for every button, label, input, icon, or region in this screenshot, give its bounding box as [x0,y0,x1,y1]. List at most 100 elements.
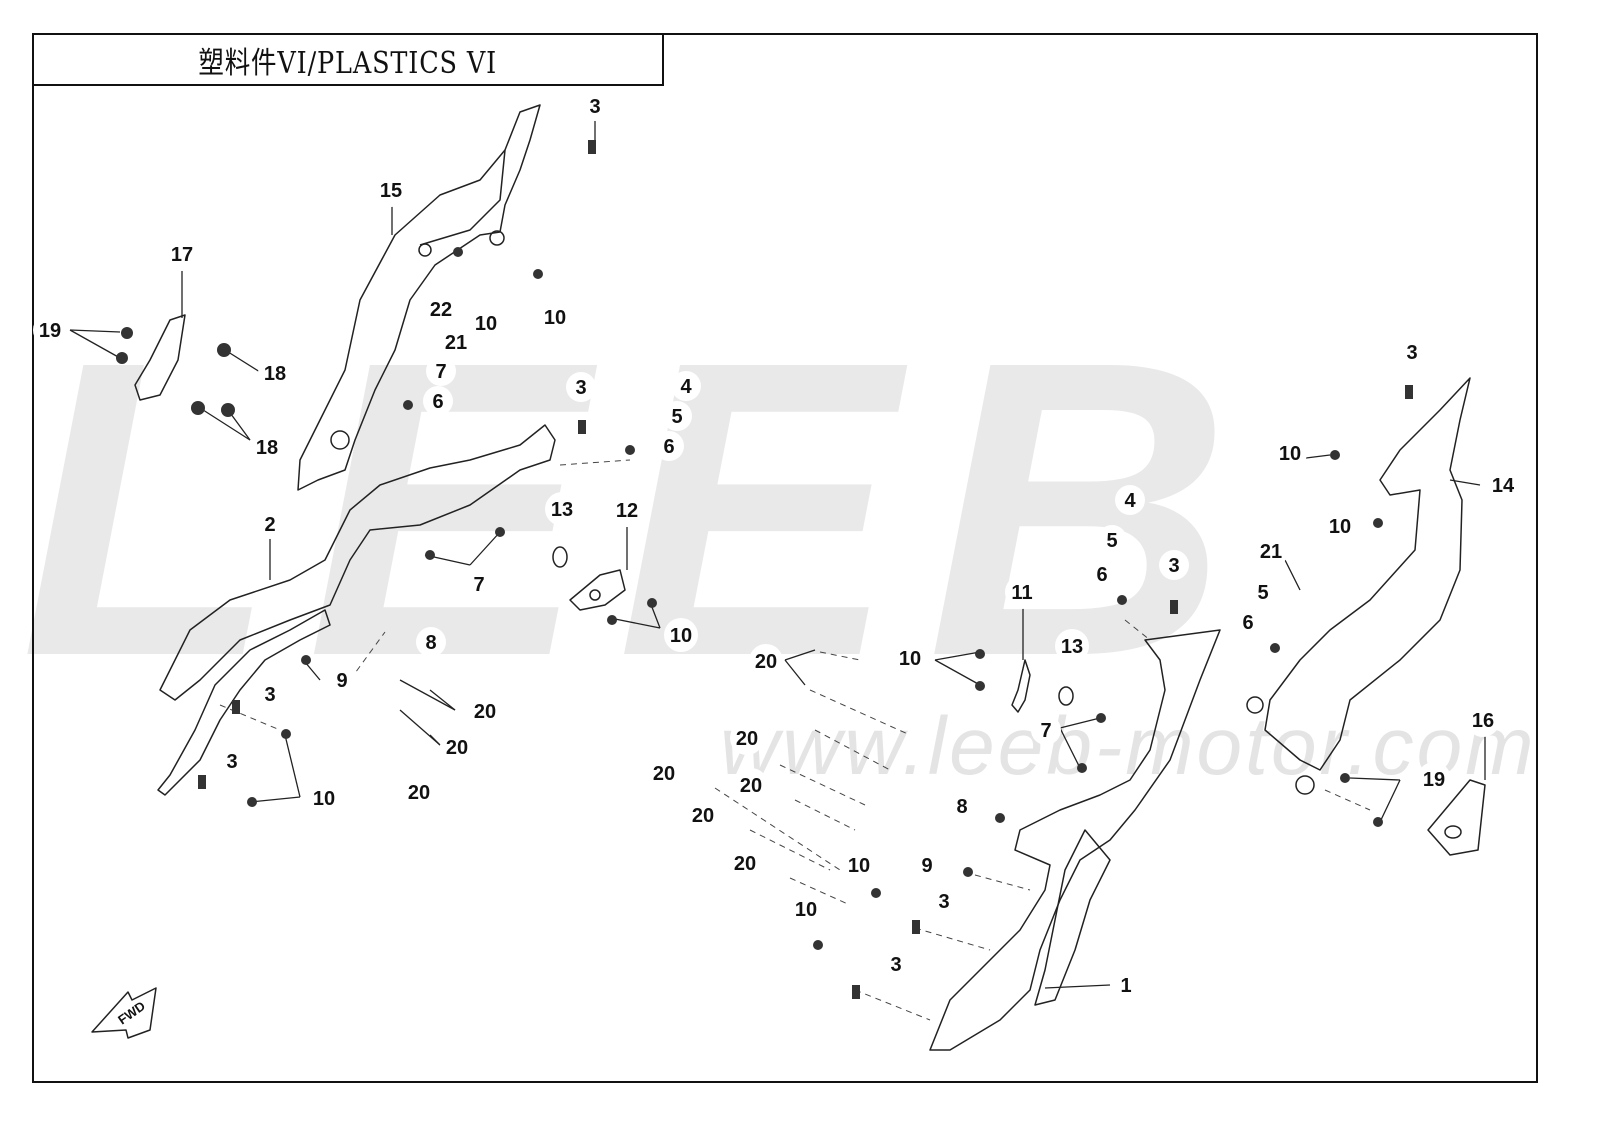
callout-10: 10 [1323,509,1357,543]
callout-number: 18 [264,363,286,385]
callout-circle [440,730,474,764]
part-13-right-shape [1058,686,1074,706]
callout-circle [1097,525,1127,555]
callout-circle [217,746,247,776]
callout-9: 9 [912,850,942,880]
callout-20: 20 [440,730,474,764]
callout-7: 7 [464,569,494,599]
part-14-shape [1264,377,1471,771]
callout-8: 8 [416,627,446,657]
callout-circle [789,892,823,926]
part-13-left-shape [552,546,568,568]
callout-circle [1273,436,1307,470]
callout-circle [647,756,681,790]
callout-circle [664,618,698,652]
callout-number: 10 [544,307,566,329]
callout-number: 11 [1011,582,1032,604]
callout-number: 5 [1106,530,1117,552]
callout-circle [402,775,436,809]
callout-circle [654,431,684,461]
callout-circle [929,886,959,916]
callout-10: 10 [664,618,698,652]
callout-number: 10 [848,855,870,877]
callout-20: 20 [647,756,681,790]
callout-20: 20 [728,846,762,880]
callout-4: 4 [1115,485,1145,515]
page-title: 塑料件VI/PLASTICS VI [198,45,498,81]
callout-number: 20 [734,853,756,875]
callout-number: 8 [956,796,967,818]
callout-circle [1248,577,1278,607]
callout-number: 7 [1040,720,1051,742]
callout-10: 10 [893,641,927,675]
callout-number: 20 [408,782,430,804]
callout-5: 5 [1248,577,1278,607]
callout-circle [893,641,927,675]
callout-number: 12 [616,500,638,522]
callout-15: 15 [374,173,408,207]
callout-6: 6 [1233,607,1263,637]
callout-21: 21 [1254,534,1288,568]
callout-number: 13 [1061,636,1083,658]
callout-circle [469,306,503,340]
callout-13: 13 [545,492,579,526]
callout-number: 20 [755,651,777,673]
callout-number: 2 [264,514,275,536]
callout-number: 5 [1257,582,1268,604]
callout-number: 21 [445,332,467,354]
callout-circle [1254,534,1288,568]
callout-18: 18 [258,356,292,390]
callout-10: 10 [469,306,503,340]
callout-number: 10 [475,313,497,335]
callout-circle [1397,337,1427,367]
callout-10: 10 [1273,436,1307,470]
callout-number: 9 [336,670,347,692]
callout-19: 19 [1417,762,1451,796]
callout-circle [1115,485,1145,515]
part-17-shape [134,314,186,401]
callout-circle [566,372,596,402]
callout-number: 6 [432,391,443,413]
callout-10: 10 [307,781,341,815]
callout-circle [1233,607,1263,637]
callout-7: 7 [426,356,456,386]
callout-circle [1031,715,1061,745]
part-11-shape [1011,659,1031,713]
callout-3: 3 [217,746,247,776]
callout-circle [1417,762,1451,796]
callout-circle [423,386,453,416]
callout-circle [842,848,876,882]
callout-20: 20 [734,768,768,802]
callout-number: 13 [551,499,573,521]
callout-circle [258,356,292,390]
callout-circle [464,569,494,599]
callout-22: 22 [424,292,458,326]
callout-number: 10 [670,625,692,647]
callout-circle [250,430,284,464]
callout-number: 10 [899,648,921,670]
callout-circle [1159,550,1189,580]
part-12-shape [569,569,626,611]
callout-20: 20 [686,798,720,832]
callout-9: 9 [327,665,357,695]
callout-circle [255,679,285,709]
callout-21: 21 [439,325,473,359]
callout-circle [416,627,446,657]
callout-circle [426,356,456,386]
callout-number: 20 [474,701,496,723]
callout-3: 3 [881,949,911,979]
callout-18: 18 [250,430,284,464]
callout-number: 3 [589,96,600,118]
callout-circle [912,850,942,880]
callout-number: 5 [671,406,682,428]
callout-number: 7 [473,574,484,596]
callout-circle [749,644,783,678]
callout-number: 20 [692,805,714,827]
callout-12: 12 [610,493,644,527]
drawing-frame [32,33,1538,1083]
callout-circle [545,492,579,526]
callout-2: 2 [255,509,285,539]
callout-number: 3 [938,891,949,913]
callout-5: 5 [662,401,692,431]
callout-10: 10 [538,300,572,334]
